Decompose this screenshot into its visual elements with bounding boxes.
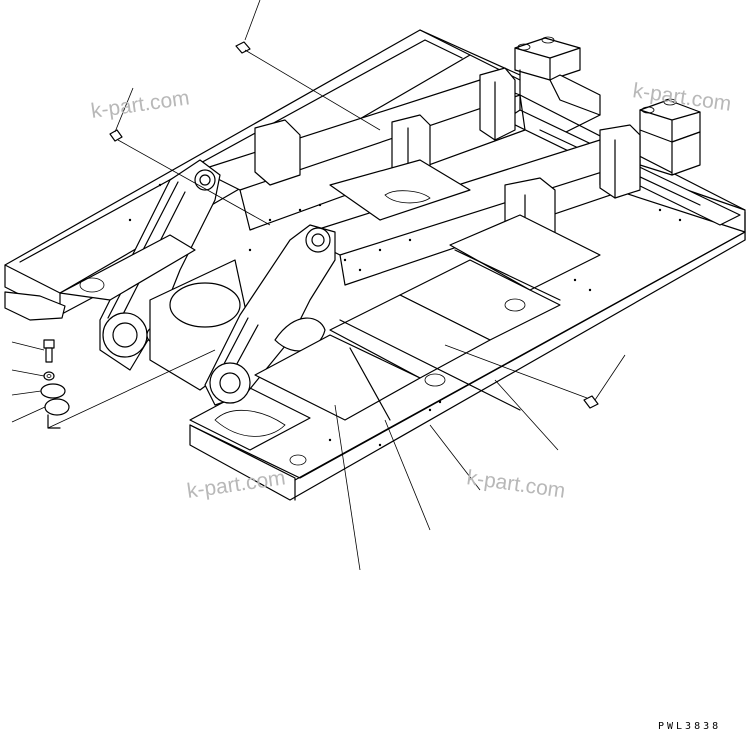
cap-icon <box>40 383 66 399</box>
cap-screw-top <box>235 41 251 54</box>
center-deck <box>329 159 471 221</box>
beam-bracket-3 <box>599 124 641 199</box>
drawing-code: PWL3838 <box>658 721 721 732</box>
counterweight-mount-top <box>514 36 601 141</box>
small-parts-stack <box>40 339 70 429</box>
revolving-frame-drawing <box>4 29 746 501</box>
beam-bracket-5 <box>254 119 301 186</box>
watermark-3: k-part.com <box>185 466 286 503</box>
boom-bracket-right <box>204 224 336 406</box>
front-rail <box>189 231 746 501</box>
cap-screw-left <box>109 129 123 142</box>
counterweight-mount-right <box>639 98 701 176</box>
beam-bracket-1 <box>479 67 516 141</box>
cap-screw-right <box>583 395 599 409</box>
watermark-4: k-part.com <box>465 466 566 503</box>
plug-icon <box>44 398 70 416</box>
rivet-holes <box>128 183 682 447</box>
leader-lines <box>11 0 626 571</box>
floor-plate-4 <box>449 214 601 291</box>
lower-left-deck <box>59 234 196 301</box>
washer-icon <box>43 371 55 381</box>
bolt-icon <box>43 339 55 363</box>
watermark-1: k-part.com <box>89 86 190 123</box>
floor-plate-2 <box>329 294 491 379</box>
left-bracket <box>4 291 66 321</box>
